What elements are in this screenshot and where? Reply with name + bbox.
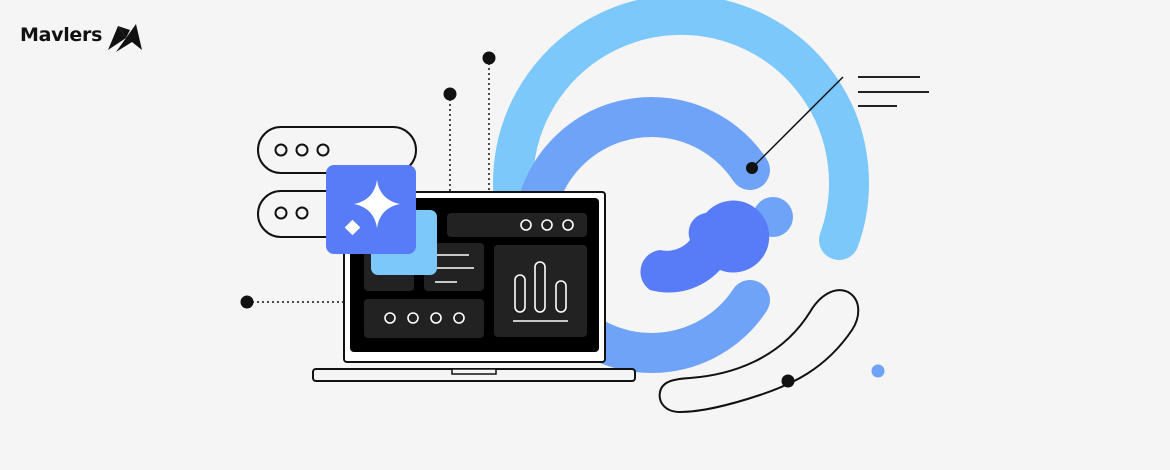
ai-sparkle-card xyxy=(326,165,416,254)
text-panel xyxy=(424,243,484,291)
small-blue-dot xyxy=(871,364,885,378)
outer-arc xyxy=(493,0,869,260)
curved-pill-outline xyxy=(658,289,860,414)
inner-bean xyxy=(640,200,770,293)
mavlers-m-logo-icon xyxy=(108,24,143,52)
brand-name: Mavlers xyxy=(20,24,103,46)
bar-chart-icon xyxy=(494,245,587,337)
dots-panel xyxy=(364,299,484,338)
small-diamond-icon xyxy=(344,219,361,236)
connector-top-right xyxy=(746,76,844,174)
sparkle-icon xyxy=(354,180,400,228)
brand-logo[interactable]: Mavlers xyxy=(20,16,144,54)
top-bar-panel xyxy=(447,213,587,237)
dotted-connectors xyxy=(240,51,496,309)
text-lines-icon xyxy=(858,76,929,107)
